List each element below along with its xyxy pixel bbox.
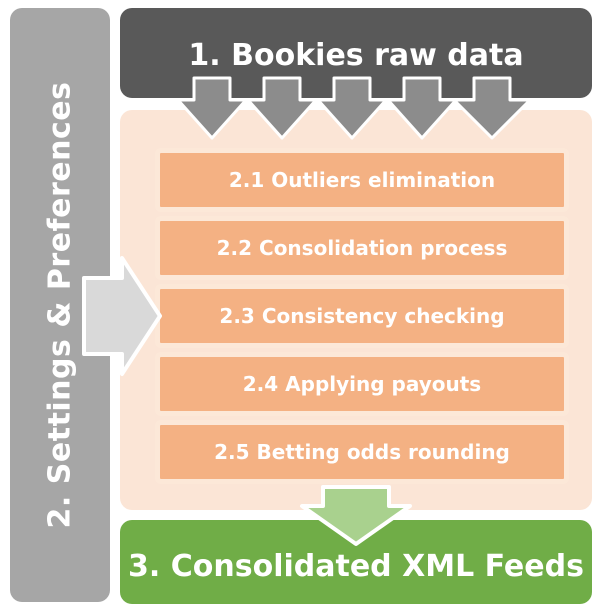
step-label: 2.2 Consolidation process	[216, 236, 508, 260]
down-arrow-icon	[246, 76, 318, 140]
consolidated-xml-feeds-box: 3. Consolidated XML Feeds	[120, 520, 592, 604]
right-arrow-icon	[82, 256, 162, 376]
down-arrow-icon	[176, 76, 248, 140]
step-applying-payouts: 2.4 Applying payouts	[155, 352, 569, 416]
step-outliers-elimination: 2.1 Outliers elimination	[155, 148, 569, 212]
down-arrow-icon	[316, 76, 388, 140]
bottom-box-label: 3. Consolidated XML Feeds	[128, 548, 584, 584]
green-down-arrow-icon	[300, 485, 412, 546]
top-box-label: 1. Bookies raw data	[188, 37, 524, 73]
step-consistency-checking: 2.3 Consistency checking	[155, 284, 569, 348]
down-arrow-icon	[386, 76, 458, 140]
step-label: 2.5 Betting odds rounding	[214, 440, 510, 464]
step-consolidation-process: 2.2 Consolidation process	[155, 216, 569, 280]
down-arrows	[176, 76, 532, 140]
down-arrow-icon	[452, 76, 532, 140]
step-label: 2.4 Applying payouts	[242, 372, 482, 396]
step-betting-odds-rounding: 2.5 Betting odds rounding	[155, 420, 569, 484]
step-label: 2.3 Consistency checking	[219, 304, 505, 328]
step-label: 2.1 Outliers elimination	[228, 168, 496, 192]
